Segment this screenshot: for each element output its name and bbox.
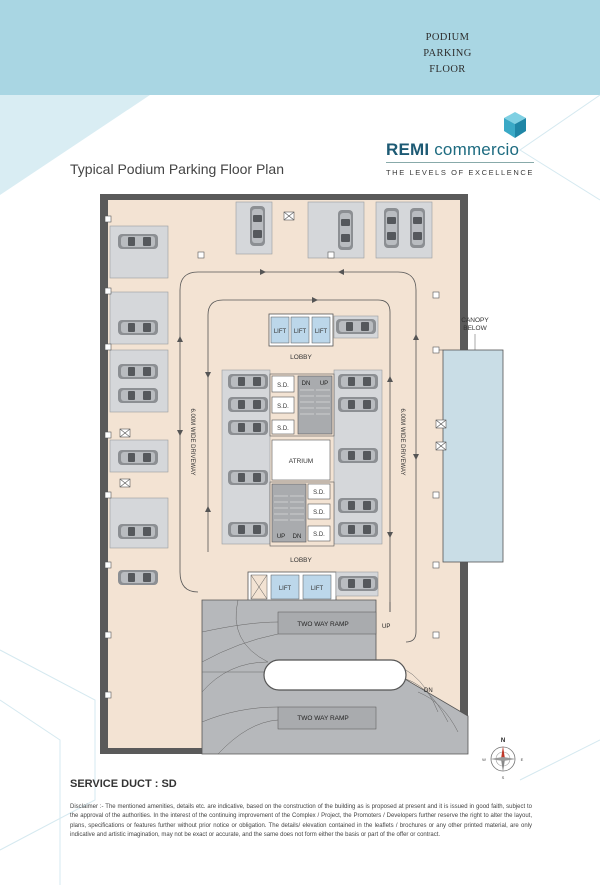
brand-tagline: THE LEVELS OF EXCELLENCE: [386, 168, 535, 177]
header-line-1: PODIUM: [425, 32, 470, 43]
two-way-ramp: TWO WAY RAMP TWO WAY RAMP UP DN: [201, 599, 469, 755]
lift-label: LIFT: [274, 329, 287, 335]
compass-e: E: [521, 757, 524, 762]
lift-label: LIFT: [315, 329, 328, 335]
driveway-arrows: [177, 269, 419, 538]
stair-up-label: UP: [320, 381, 328, 387]
canopy-label-2: BELOW: [463, 325, 487, 332]
header-line-3: FLOOR: [429, 64, 466, 75]
sd-label: S.D.: [313, 490, 325, 496]
ramp-label-top: TWO WAY RAMP: [297, 621, 349, 628]
lift-label: LIFT: [294, 329, 307, 335]
brand-logo: REMI commercio THE LEVELS OF EXCELLENCE: [386, 112, 536, 182]
driveway-label-left: 6.00M WIDE DRIVEWAY: [189, 408, 195, 475]
brand-name-light: commercio: [429, 140, 520, 159]
columns: [104, 215, 440, 699]
lift-label: LIFT: [311, 586, 324, 592]
atrium-label: ATRIUM: [289, 458, 313, 465]
bottom-lift-core: LIFT LIFT: [247, 571, 379, 603]
canopy-label-1: CANOPY: [461, 317, 489, 324]
disclaimer-text: Disclaimer :- The mentioned amenities, d…: [70, 804, 532, 839]
compass-n: N: [501, 738, 505, 744]
sd-label: S.D.: [277, 404, 289, 410]
brand-name-bold: REMI: [386, 140, 430, 159]
service-duct-legend: SERVICE DUCT : SD: [70, 778, 177, 790]
ramp-dn-label: DN: [424, 688, 433, 694]
header-line-2: PARKING: [423, 48, 472, 59]
central-block: S.D. S.D. S.D. DN UP ATRIUM UP DN S.D. S…: [221, 369, 383, 564]
sd-label: S.D.: [277, 383, 289, 389]
brand-name: REMI commercio: [386, 140, 519, 160]
compass-s: S: [502, 775, 505, 780]
header-label: PODIUM PARKING FLOOR: [400, 30, 495, 78]
stair-dn-label: DN: [293, 534, 302, 540]
sd-label: S.D.: [277, 426, 289, 432]
top-lift-core: LIFT LIFT LIFT LOBBY: [268, 313, 379, 361]
driveway-label-right: 6.00M WIDE DRIVEWAY: [399, 408, 405, 475]
header-band: [0, 0, 600, 95]
lobby-label-bottom: LOBBY: [290, 557, 312, 564]
canopy-area: [442, 349, 504, 563]
lobby-label-top: LOBBY: [290, 354, 312, 361]
left-parking-bays: [109, 225, 169, 585]
floor-plan: CANOPY BELOW: [100, 194, 504, 755]
plan-title: Typical Podium Parking Floor Plan: [70, 161, 284, 177]
stair-dn-label: DN: [302, 381, 311, 387]
cube-logo-icon: [504, 112, 526, 138]
sd-label: S.D.: [313, 510, 325, 516]
sd-label: S.D.: [313, 532, 325, 538]
lift-label: LIFT: [279, 586, 292, 592]
stair-up-label: UP: [277, 534, 285, 540]
compass-icon: N S E W: [482, 738, 524, 780]
decorative-triangle: [0, 95, 150, 195]
brand-divider: [386, 162, 534, 163]
ramp-label-bottom: TWO WAY RAMP: [297, 715, 349, 722]
ramp-up-label: UP: [382, 624, 390, 630]
compass-w: W: [482, 757, 486, 762]
top-parking-bays: [235, 201, 433, 259]
